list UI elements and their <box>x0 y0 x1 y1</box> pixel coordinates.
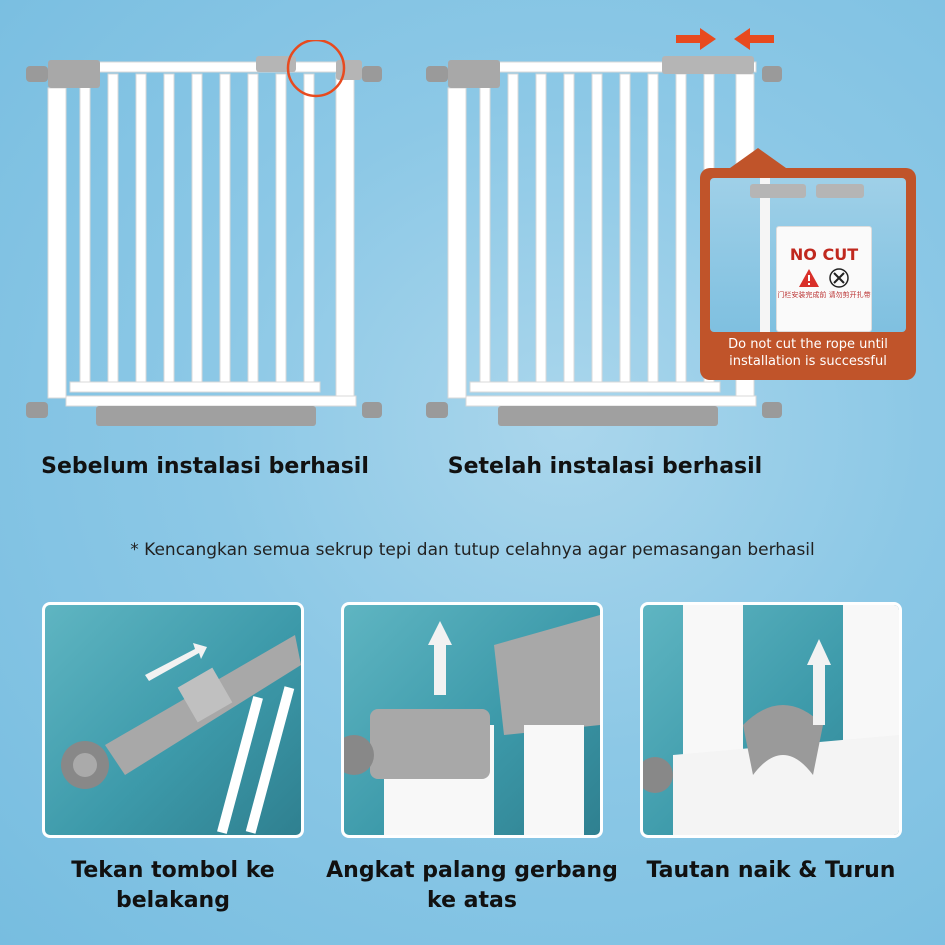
press-button-image <box>61 635 301 834</box>
warning-icon <box>799 269 819 287</box>
step-label-2-line2: ke atas <box>427 888 517 913</box>
step-label-1-line2: belakang <box>116 888 230 913</box>
lift-bar-image <box>344 615 600 835</box>
step-label-2: Angkat palang gerbang ke atas <box>326 856 618 916</box>
inset-caption: Do not cut the rope until installation i… <box>728 337 888 369</box>
step-label-3-line1: Tautan naik & Turun <box>646 858 896 883</box>
inset-image: NO CUT 门栏安装完成前 请勿剪开扎带 <box>710 178 906 332</box>
step-label-1-line1: Tekan tombol ke <box>71 858 275 883</box>
no-cut-inset: NO CUT 门栏安装完成前 请勿剪开扎带 Do not cut the rop… <box>700 168 916 380</box>
step-panel-link-up-down <box>640 602 902 838</box>
tag-chinese-text: 门栏安装完成前 请勿剪开扎带 <box>777 291 871 299</box>
gate-after-image <box>426 56 786 426</box>
gate-before-image <box>26 40 382 426</box>
scissors-icon <box>829 268 849 288</box>
step-panel-lift-bar <box>341 602 603 838</box>
link-up-down-image <box>643 605 899 835</box>
no-cut-tag: NO CUT 门栏安装完成前 请勿剪开扎带 <box>776 226 872 332</box>
step-label-2-line1: Angkat palang gerbang <box>326 858 618 883</box>
arrow-left-icon <box>734 28 774 50</box>
tag-title: NO CUT <box>789 245 859 264</box>
arrow-right-icon <box>676 28 716 50</box>
step-label-1: Tekan tombol ke belakang <box>42 856 304 916</box>
caption-after: Setelah instalasi berhasil <box>447 454 763 479</box>
installation-note: * Kencangkan semua sekrup tepi dan tutup… <box>130 540 815 560</box>
caption-before: Sebelum instalasi berhasil <box>41 454 369 479</box>
step-panel-press-button <box>42 602 304 838</box>
step-label-3: Tautan naik & Turun <box>640 856 902 886</box>
